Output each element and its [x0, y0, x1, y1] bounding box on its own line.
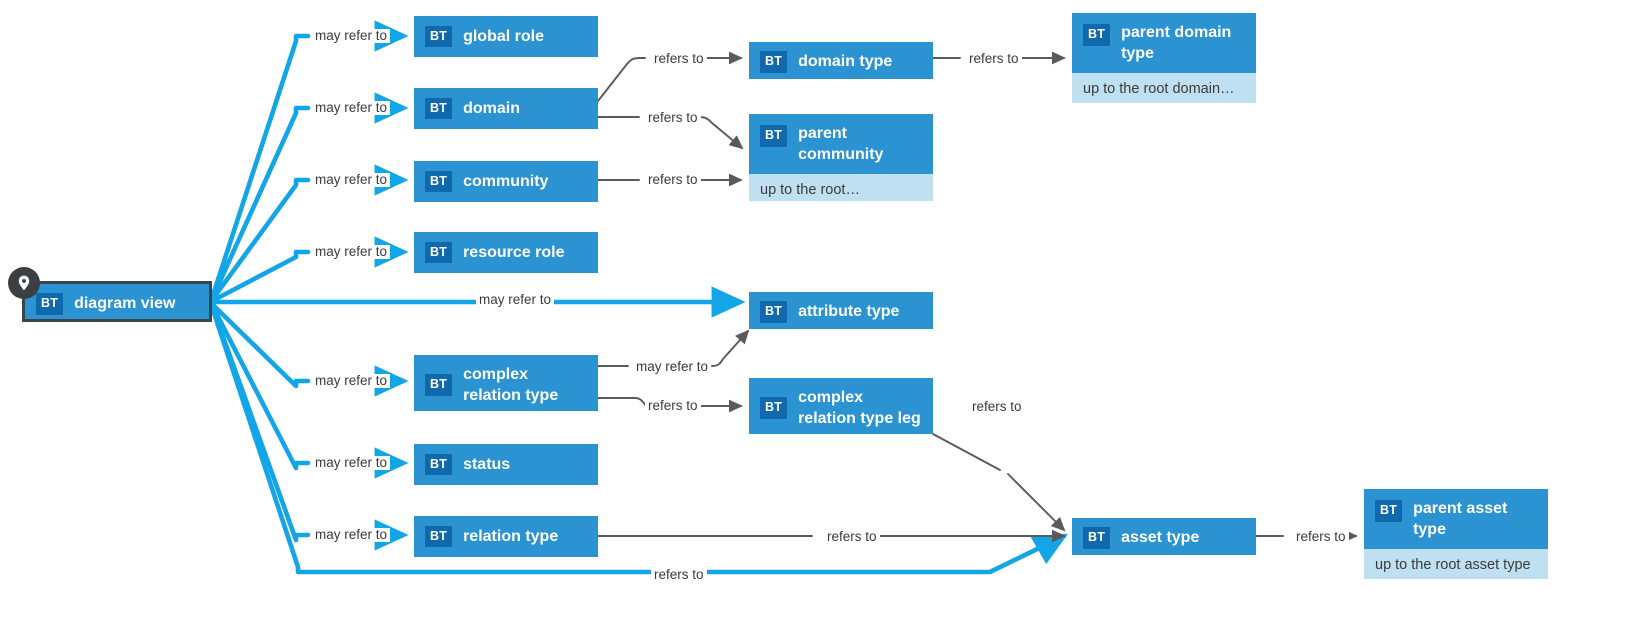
edge-domain-to-parent-community-2	[698, 116, 744, 150]
edge-leg-to-asset-type-2	[1007, 473, 1066, 532]
edge-label-diagram-view-to-community: may refer to	[312, 173, 391, 187]
edge-diagram-view-to-complex-relation-type	[209, 301, 311, 389]
edge-label-diagram-view-to-attribute-type: may refer to	[476, 293, 555, 307]
node-parent-domain-type[interactable]: BT parent domain type up to the root domai…	[1072, 13, 1256, 103]
edge-label-complex-relation-type-to-attribute-type: may refer to	[633, 360, 712, 374]
node-label: attribute type	[798, 303, 900, 321]
edge-label-domain-to-parent-community: refers to	[645, 111, 701, 125]
node-header: BT domain type	[749, 42, 933, 79]
bt-badge-icon: BT	[760, 51, 788, 73]
edge-complex-relation-type-to-attribute-type-2	[711, 329, 750, 367]
edge-label-diagram-view-to-status: may refer to	[312, 456, 391, 470]
edge-label-domain-to-domain-type: refers to	[651, 52, 707, 66]
node-resource-role[interactable]: BT resource role	[414, 232, 598, 273]
node-domain[interactable]: BT domain	[414, 88, 598, 129]
node-parent-asset-type[interactable]: BT parent asset type up to the root asset …	[1364, 489, 1548, 579]
bt-badge-icon: BT	[425, 241, 453, 264]
node-domain-type[interactable]: BT domain type	[749, 42, 933, 79]
node-header: BT diagram view	[25, 284, 209, 319]
bt-badge-icon: BT	[760, 301, 788, 323]
node-header: BT attribute type	[749, 292, 933, 329]
node-header: BT complex relation type leg	[749, 378, 933, 434]
edge-label-diagram-view-to-relation-type: may refer to	[312, 528, 391, 542]
node-footer-note: up to the root…	[749, 174, 933, 201]
node-diagram-view[interactable]: BT diagram view	[22, 281, 212, 322]
edge-diagram-view-to-relation-type	[209, 303, 311, 543]
node-attribute-type[interactable]: BT attribute type	[749, 292, 933, 329]
node-footer-note: up to the root asset type	[1364, 549, 1548, 579]
node-header: BT asset type	[1072, 518, 1256, 555]
edge-diagram-view-to-status	[209, 302, 311, 471]
node-header: BT parent community	[749, 114, 933, 174]
node-label: complex relation type leg	[798, 389, 921, 427]
bt-badge-icon: BT	[760, 125, 788, 147]
node-label: parent community	[798, 125, 884, 163]
node-complex-relation-type-leg[interactable]: BT complex relation type leg	[749, 378, 933, 434]
node-label: diagram view	[74, 295, 176, 313]
node-header: BT parent asset type	[1364, 489, 1548, 549]
bt-badge-icon: BT	[1083, 24, 1111, 46]
node-header: BT resource role	[414, 232, 598, 273]
location-pin-icon	[8, 267, 40, 299]
node-footer-note: up to the root domain…	[1072, 73, 1256, 103]
node-label: community	[463, 173, 549, 190]
edge-diagram-view-to-resource-role	[209, 249, 311, 304]
edge-leg-to-asset-type	[932, 433, 1001, 471]
bt-badge-icon: BT	[425, 374, 453, 396]
node-header: BT community	[414, 161, 598, 202]
node-label: asset type	[1121, 529, 1200, 547]
bt-badge-icon: BT	[760, 397, 788, 419]
node-label: complex relation type	[463, 366, 559, 404]
edge-label-leg-to-asset-type: refers to	[969, 400, 1025, 414]
node-header: BT status	[414, 444, 598, 485]
edge-label-diagram-view-to-global-role: may refer to	[312, 29, 391, 43]
node-label: relation type	[463, 528, 559, 545]
node-header: BT domain	[414, 88, 598, 129]
node-header: BT global role	[414, 16, 598, 57]
edge-diagram-view-to-community	[209, 177, 311, 303]
edge-complex-relation-type-to-leg	[597, 397, 652, 407]
node-community[interactable]: BT community	[414, 161, 598, 202]
node-relation-type[interactable]: BT relation type	[414, 516, 598, 557]
node-header: BT relation type	[414, 516, 598, 557]
node-status[interactable]: BT status	[414, 444, 598, 485]
bt-badge-icon: BT	[1375, 500, 1403, 522]
edge-arrow-asset-type-blue	[1030, 533, 1068, 565]
edge-label-community-to-parent-community: refers to	[645, 173, 701, 187]
edge-diagram-view-to-global-role	[209, 33, 311, 301]
bt-badge-icon: BT	[36, 293, 64, 315]
edge-label-asset-type-to-parent-asset-type: refers to	[1293, 530, 1349, 544]
node-header: BT parent domain type	[1072, 13, 1256, 73]
node-label: status	[463, 456, 511, 473]
node-asset-type[interactable]: BT asset type	[1072, 518, 1256, 555]
node-label: resource role	[463, 244, 565, 261]
edge-label-complex-relation-type-to-leg: refers to	[645, 399, 701, 413]
edge-label-diagram-view-to-resource-role: may refer to	[312, 245, 391, 259]
edge-diagram-view-to-domain	[209, 105, 311, 302]
node-parent-community[interactable]: BT parent community up to the root…	[749, 114, 933, 201]
node-label: domain type	[798, 53, 893, 71]
edge-label-diagram-view-to-asset-type: refers to	[651, 568, 707, 582]
edge-label-diagram-view-to-domain: may refer to	[312, 101, 391, 115]
edge-domain-to-domain-type	[597, 57, 646, 102]
bt-badge-icon: BT	[425, 25, 453, 48]
bt-badge-icon: BT	[425, 170, 453, 193]
node-header: BT complex relation type	[414, 355, 598, 411]
bt-badge-icon: BT	[425, 97, 453, 120]
bt-badge-icon: BT	[425, 453, 453, 476]
node-label: parent asset type	[1413, 500, 1508, 538]
bt-badge-icon: BT	[425, 525, 453, 548]
edge-label-domain-type-to-parent-domain-type: refers to	[966, 52, 1022, 66]
node-complex-relation-type[interactable]: BT complex relation type	[414, 355, 598, 411]
node-label: global role	[463, 28, 544, 45]
node-global-role[interactable]: BT global role	[414, 16, 598, 57]
edge-label-relation-type-to-asset-type: refers to	[824, 530, 880, 544]
bt-badge-icon: BT	[1083, 527, 1111, 549]
node-label: domain	[463, 100, 520, 117]
edge-label-diagram-view-to-complex-relation-type: may refer to	[312, 374, 391, 388]
node-label: parent domain type	[1121, 24, 1232, 62]
